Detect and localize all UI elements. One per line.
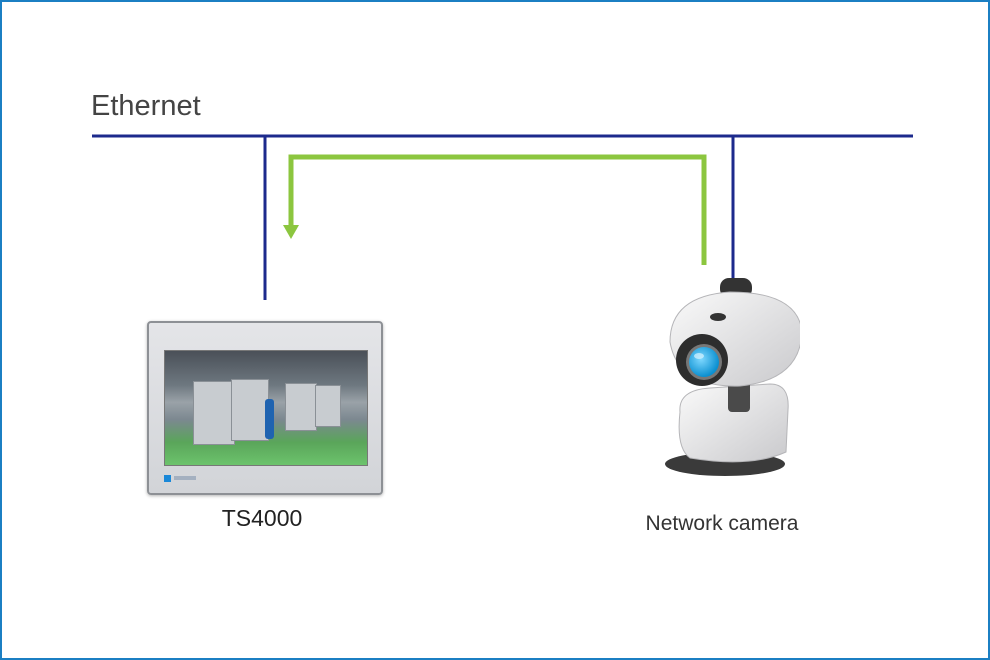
- brand-logo-icon: [164, 475, 171, 482]
- video-stream-path: [288, 154, 707, 265]
- ethernet-label: Ethernet: [91, 90, 201, 122]
- video-stream-arrowhead-icon: [283, 225, 299, 239]
- network-camera-label: Network camera: [645, 512, 799, 535]
- ts4000-touch-panel: [147, 321, 383, 495]
- ts4000-label: TS4000: [221, 505, 303, 531]
- network-camera-icon: [665, 278, 800, 476]
- panel-screen-factory-image: [164, 350, 368, 466]
